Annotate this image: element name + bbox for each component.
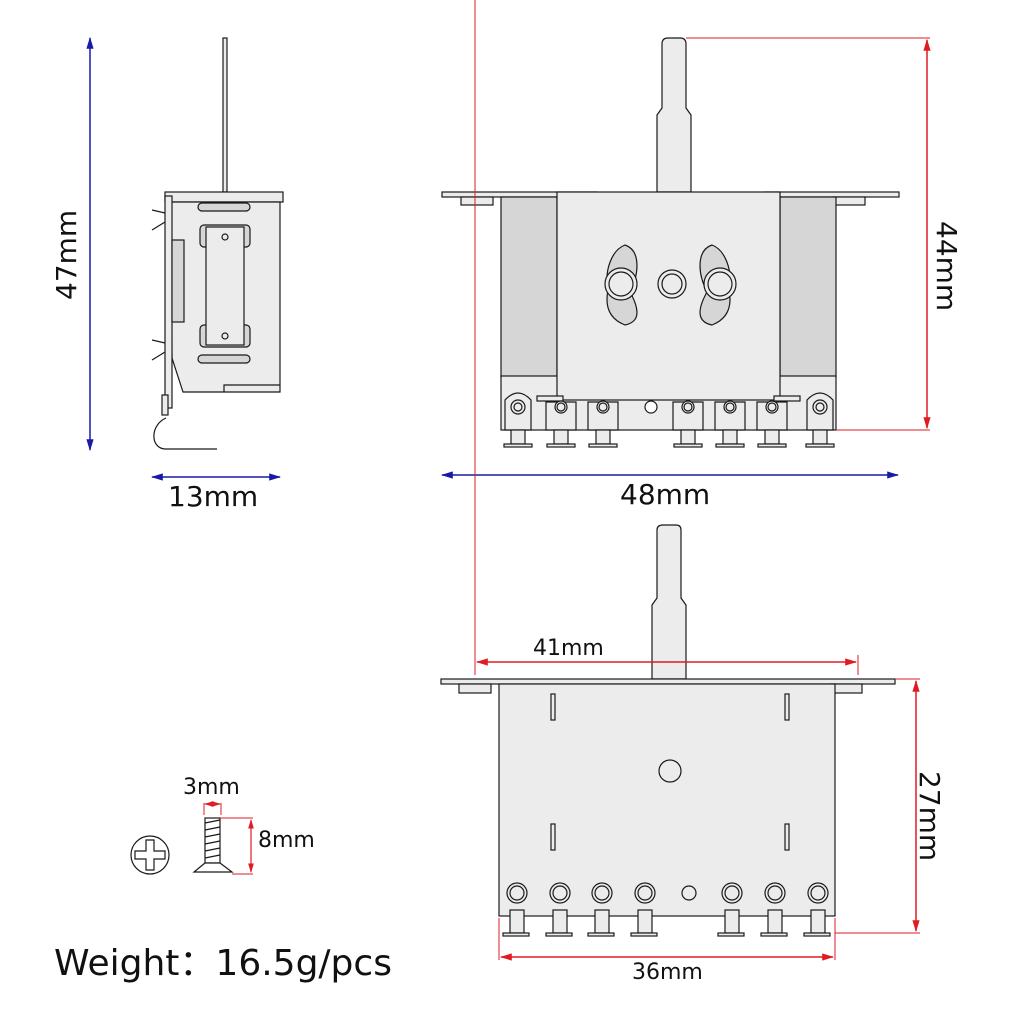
front-view xyxy=(441,37,900,431)
screw-length-label: 8mm xyxy=(258,828,315,853)
rear-plate-width-label: 41mm xyxy=(533,636,604,661)
front-height-label: 44mm xyxy=(930,221,963,312)
screw-side-icon xyxy=(192,817,234,873)
rear-height-label: 27mm xyxy=(913,771,946,862)
rear-body-width-label: 36mm xyxy=(632,960,703,985)
front-terminals xyxy=(503,392,835,448)
side-width-label: 13mm xyxy=(168,480,259,513)
rear-view xyxy=(440,524,896,937)
weight-label: Weight：16.5g/pcs xyxy=(54,943,392,984)
front-width-label: 48mm xyxy=(620,478,711,511)
phillips-head-icon xyxy=(130,835,170,875)
side-view xyxy=(151,37,284,450)
side-height-label: 47mm xyxy=(50,209,83,300)
screw-diameter-label: 3mm xyxy=(183,775,240,800)
